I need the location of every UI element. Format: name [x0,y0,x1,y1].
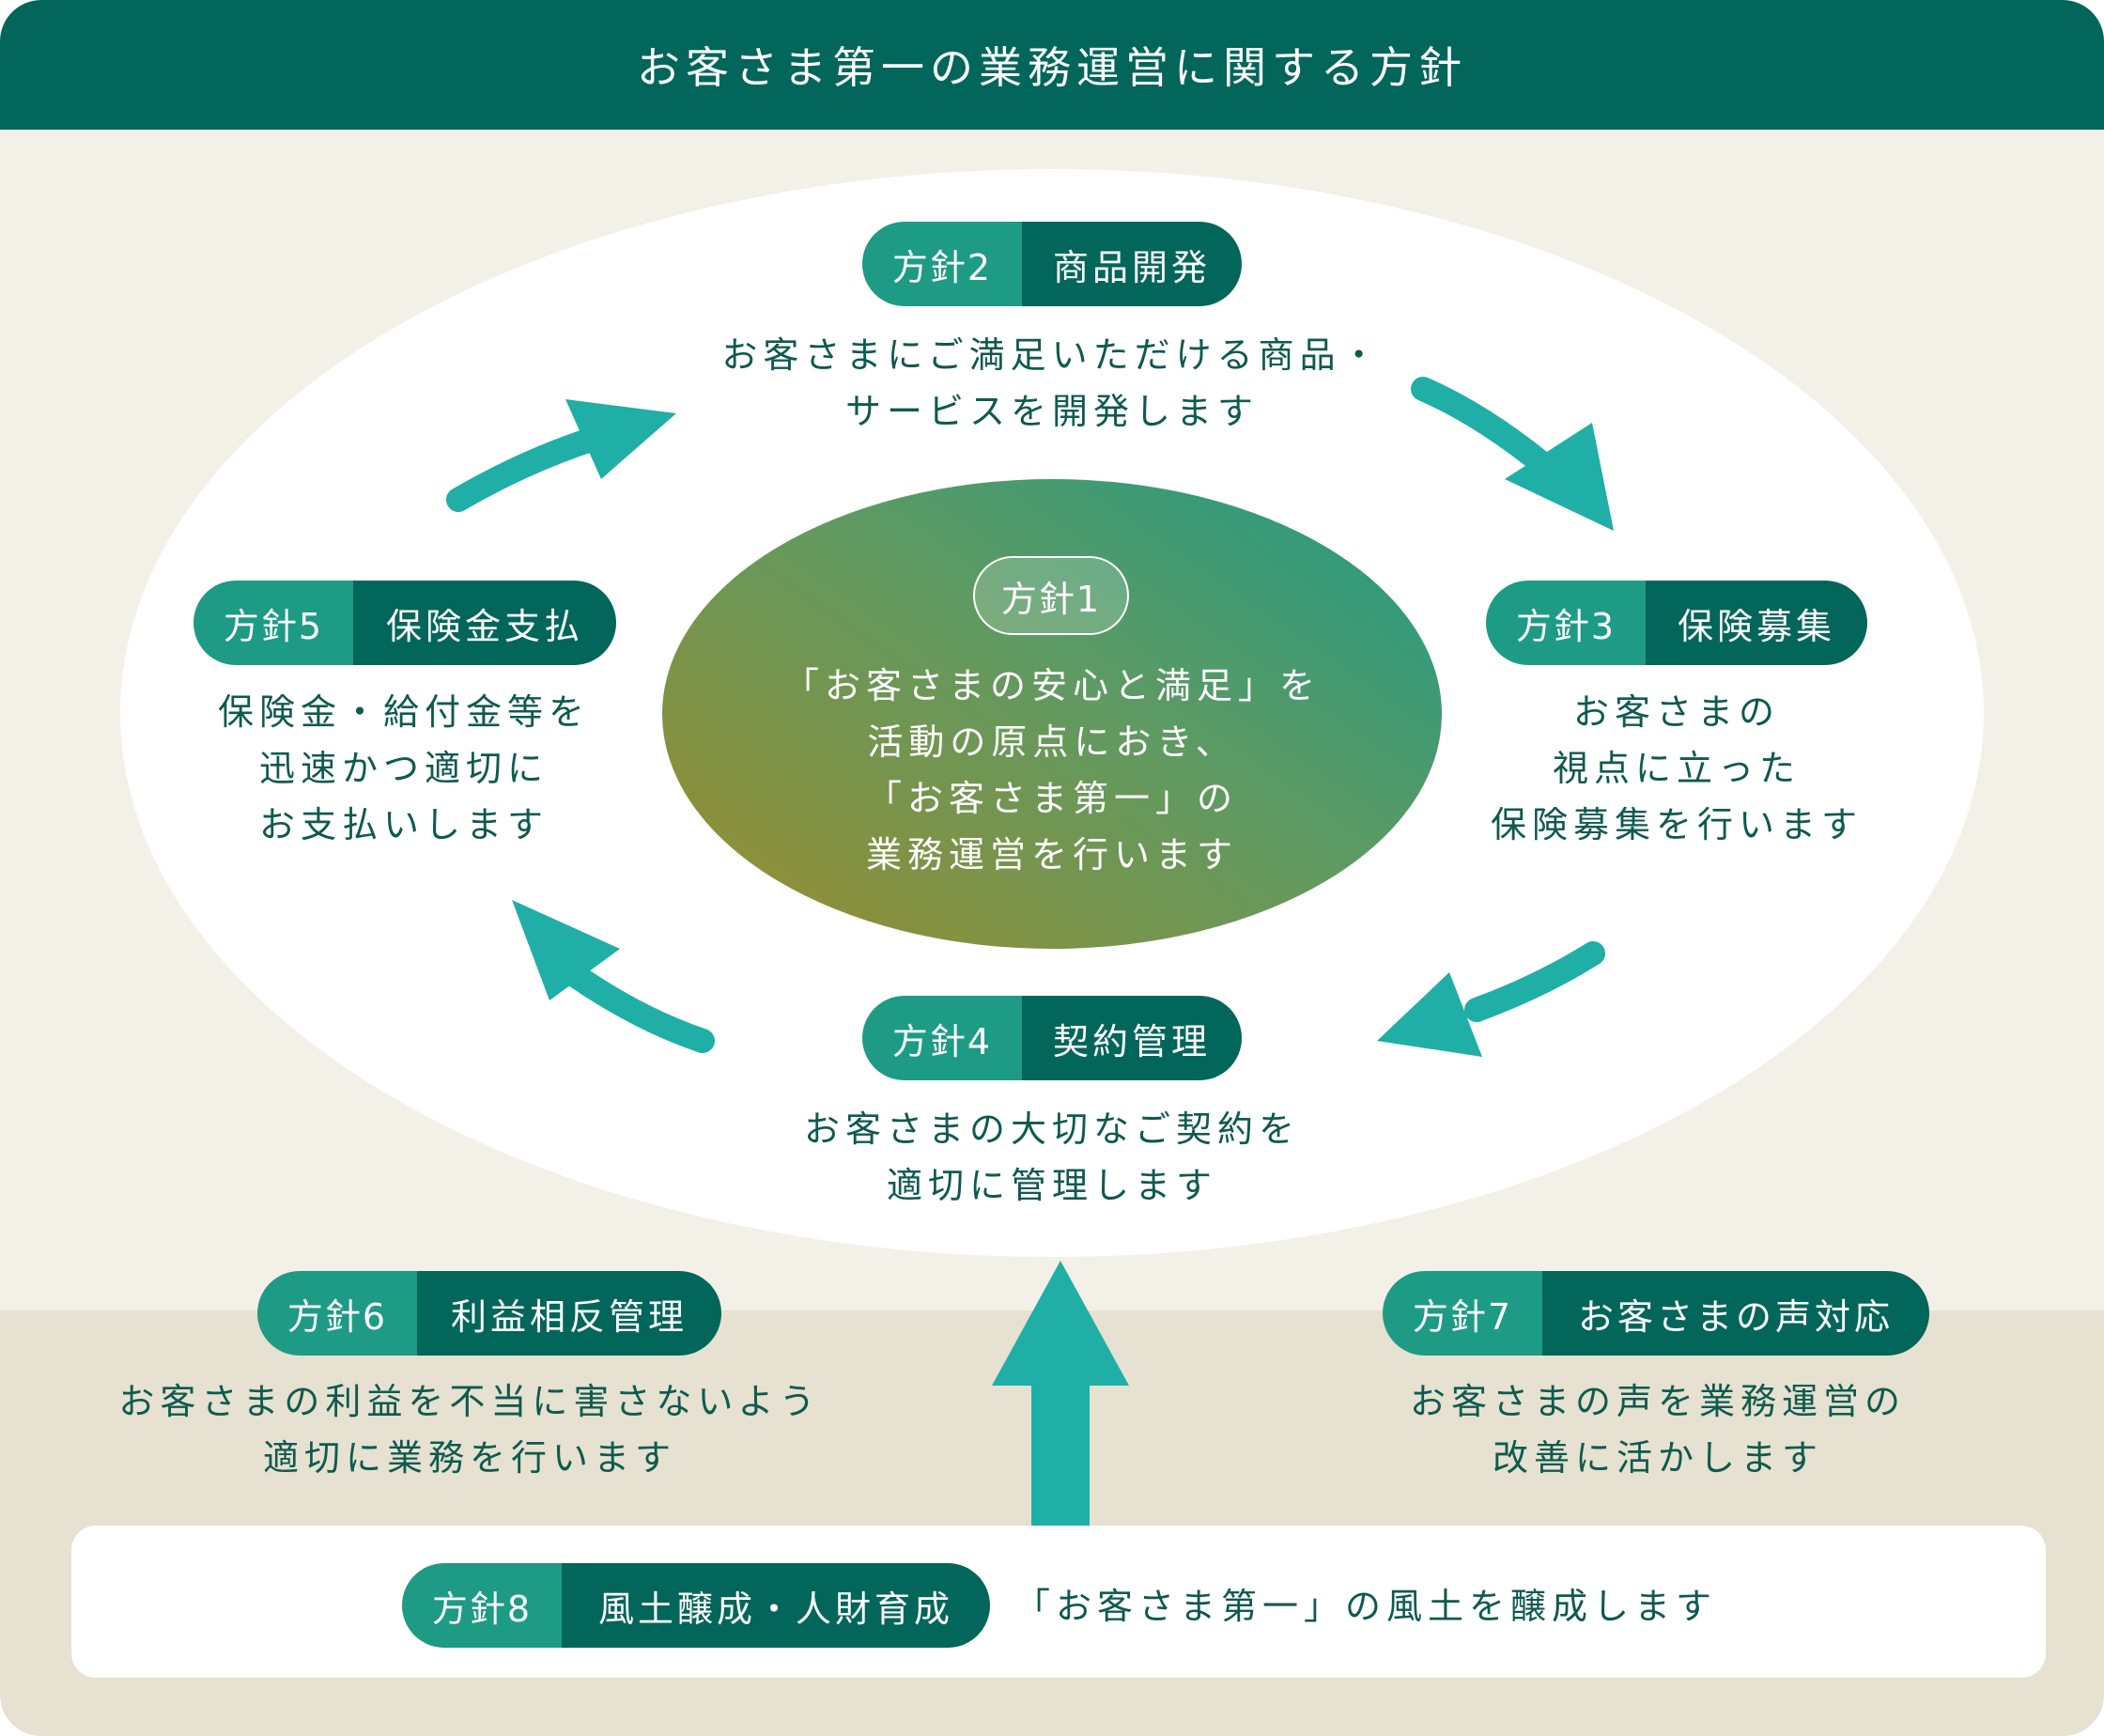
policy5-line: 迅速かつ適切に [258,748,549,789]
policy6-line: 適切に業務を行います [262,1437,676,1479]
policy7-name: お客さまの声対応 [1542,1271,1929,1356]
policy2-name: 商品開発 [1022,222,1242,306]
arrow-2-to-3-shaft [1411,377,1553,474]
policy1-line: 業務運営を行います [865,834,1238,876]
policy4-line: 適切に管理します [886,1165,1217,1206]
policy7-line: お客さまの声を業務運営の [1409,1381,1906,1422]
policy7-line: 改善に活かします [1492,1437,1823,1479]
policy8-label: 方針8 [402,1563,562,1648]
policy8-box [71,1526,2046,1678]
policy1-description: 「お客さまの安心と満足」を 活動の原点におき、 「お客さま第一」の 業務運営を行… [714,658,1390,883]
policy2-line: お客さまにご満足いただける商品・ [721,334,1383,376]
arrow-3-to-4-head [1377,972,1482,1057]
policy7-pill: 方針7 お客さまの声対応 [1383,1271,1929,1356]
policy8-pill: 方針8 風土醸成・人財育成 [402,1563,990,1648]
policy5-pill: 方針5 保険金支払 [193,581,616,665]
arrow-3-to-4-shaft [1464,941,1605,1022]
policy1-label: 方針1 [973,556,1129,635]
arrow-4-to-5-shaft [563,963,715,1053]
policy3-line: 視点に立った [1552,748,1801,789]
arrow-4-to-5-head [512,900,620,1000]
policy4-label: 方針4 [862,996,1022,1080]
policy5-line: 保険金・給付金等を [217,691,590,733]
policy5-label: 方針5 [193,581,353,665]
arrow-up-head [992,1261,1129,1386]
policy3-name: 保険募集 [1646,581,1867,665]
policy3-line: 保険募集を行います [1490,804,1863,845]
policy2-pill: 方針2 商品開発 [862,222,1242,306]
policy3-pill: 方針3 保険募集 [1486,581,1867,665]
policy2-label: 方針2 [862,222,1022,306]
policy8-description: 「お客さま第一」の風土を醸成します [1014,1586,1718,1627]
arrow-2-to-3-head [1505,423,1614,531]
page-title: お客さま第一の業務運営に関する方針 [0,0,2104,130]
policy7-description: お客さまの声を業務運営の 改善に活かします [1343,1373,1972,1486]
policy2-description: お客さまにご満足いただける商品・ サービスを開発します [582,327,1522,440]
arrow-5-to-2-shaft [446,426,609,512]
policy4-description: お客さまの大切なご契約を 適切に管理します [676,1101,1428,1214]
policy5-name: 保険金支払 [353,581,616,665]
policy5-description: 保険金・給付金等を 迅速かつ適切に お支払いします [169,684,639,853]
policy4-pill: 方針4 契約管理 [862,996,1242,1080]
policy6-label: 方針6 [257,1271,417,1356]
policy6-pill: 方針6 利益相反管理 [257,1271,721,1356]
policy2-line: サービスを開発します [844,391,1259,432]
policy6-name: 利益相反管理 [417,1271,721,1356]
policy3-label: 方針3 [1486,581,1646,665]
policy6-description: お客さまの利益を不当に害さないよう 適切に業務を行います [94,1373,845,1486]
policy1-line: 活動の原点におき、 [867,721,1237,763]
policy1-line: 「お客さま第一」の [865,778,1238,819]
policy7-label: 方針7 [1383,1271,1542,1356]
policy8-name: 風土醸成・人財育成 [562,1563,990,1648]
policy4-line: お客さまの大切なご契約を [803,1108,1300,1150]
policy5-line: お支払いします [258,804,549,845]
policy4-name: 契約管理 [1022,996,1242,1080]
policy6-line: お客さまの利益を不当に害さないよう [118,1381,821,1422]
arrow-5-to-2-head [565,399,676,479]
policy3-description: お客さまの 視点に立った 保険募集を行います [1437,684,1916,853]
policy1-line: 「お客さまの安心と満足」を [782,665,1321,706]
policy3-line: お客さまの [1572,691,1780,733]
